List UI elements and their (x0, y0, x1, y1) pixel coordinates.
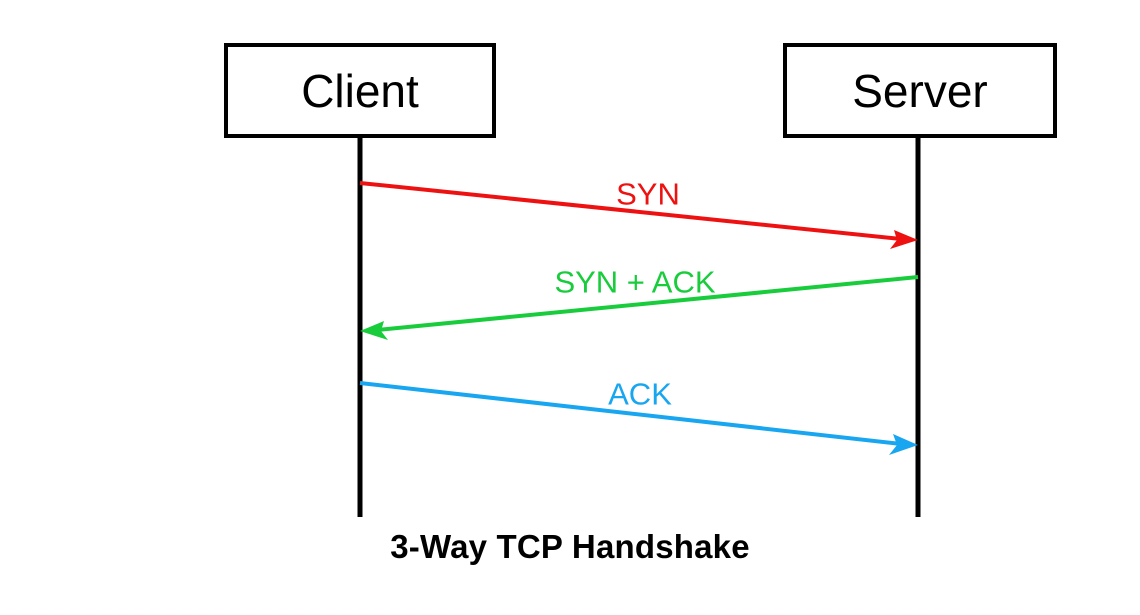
participant-label-server: Server (852, 64, 988, 117)
message-arrow-syn-ack (360, 275, 919, 340)
participant-label-client: Client (301, 64, 419, 117)
syn-ack-arrowhead (360, 321, 388, 340)
message-arrow-ack (359, 381, 918, 455)
message-arrow-syn (359, 181, 918, 249)
syn-ack-arrow-line (376, 275, 919, 332)
ack-arrowhead (889, 434, 918, 455)
diagram-title: 3-Way TCP Handshake (390, 528, 750, 565)
syn-arrowhead (890, 230, 918, 249)
ack-arrow-line (359, 381, 902, 446)
syn-arrow-line (359, 181, 902, 241)
participant-box-server: Server (783, 43, 1057, 138)
participant-box-client: Client (224, 43, 496, 138)
